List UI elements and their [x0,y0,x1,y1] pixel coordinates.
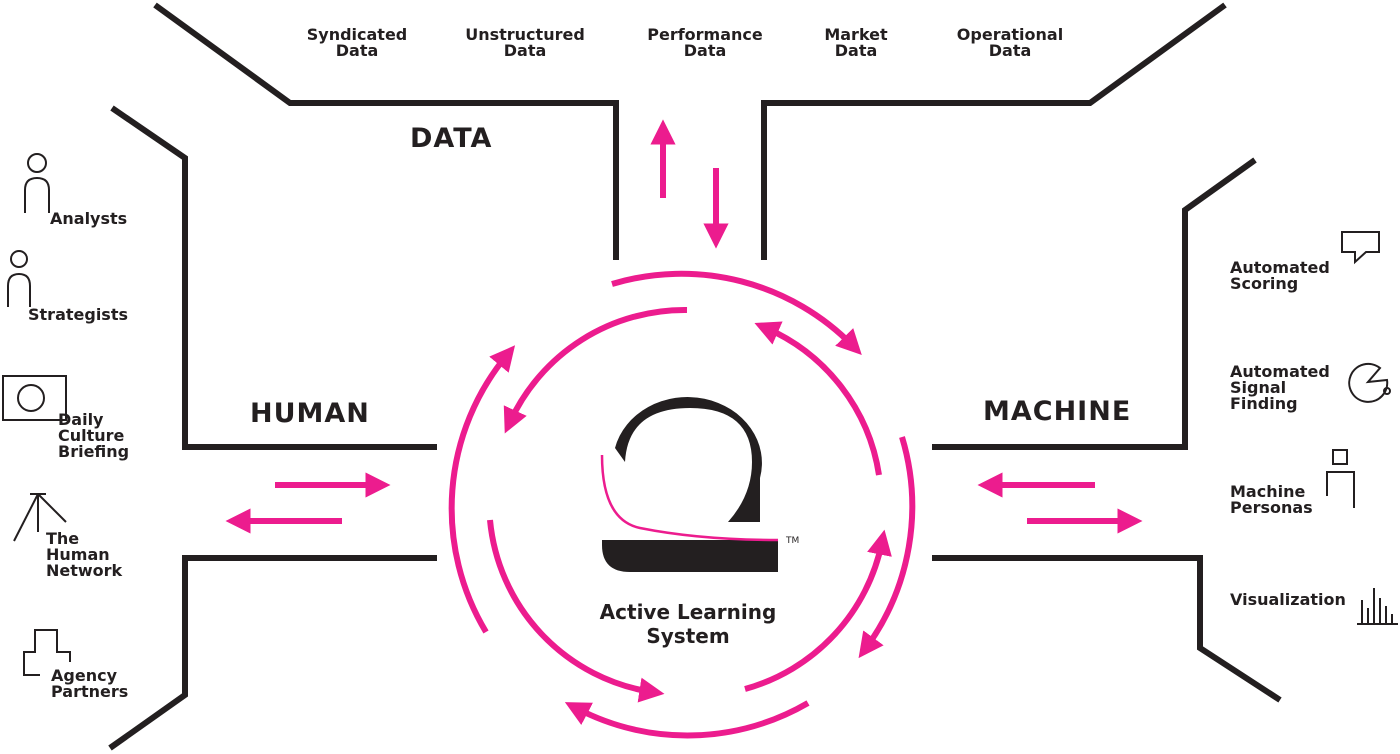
center-label-line2: System [646,624,730,648]
machine-icons [1326,231,1398,625]
briefing-line: Culture [58,426,125,445]
outer-arc-left [448,345,516,634]
center-label: Active Learning System [558,600,818,648]
channel-walls [108,2,1282,751]
personas-line: Personas [1230,498,1313,517]
agency-label: Agency Partners [51,668,128,700]
outer-arc-bottom [564,700,810,739]
section-title-human: HUMAN [250,398,370,429]
visualization-label: Visualization [1230,590,1346,609]
human-icons [2,153,71,676]
speech-bubble-icon [1341,231,1380,265]
agency-line: Partners [51,682,129,701]
data-source-label: Market [824,25,888,44]
machine-top-wall [932,157,1257,450]
trademark-mark: TM [786,536,800,546]
scoring-line: Automated [1230,258,1330,277]
data-source-label: Syndicated [306,25,408,44]
strategists-label: Strategists [28,305,128,324]
network-line: Human [46,545,110,564]
inner-arc-topleft [503,306,688,434]
data-right-wall [761,2,1227,260]
briefing-line: Briefing [58,442,130,461]
data-source-market: Market Data [776,27,936,59]
briefing-line: Daily [58,410,104,429]
section-title-machine: MACHINE [983,396,1132,427]
learning-loop [448,270,916,739]
data-left-wall [153,2,619,260]
data-source-label: Data [683,41,727,60]
scoring-label: Automated Scoring [1230,260,1330,292]
network-line: Network [46,561,123,580]
data-source-unstructured: Unstructured Data [445,27,605,59]
inner-arc-topright [754,321,882,476]
section-title-data: DATA [410,123,493,154]
center-label-line1: Active Learning [599,600,777,624]
building-icon [23,629,71,676]
data-source-label: Data [335,41,379,60]
data-source-label: Data [503,41,547,60]
machine-bottom-wall [932,555,1282,703]
data-source-label: Data [834,41,878,60]
pie-chart-icon [1348,362,1391,403]
flow-arrows [225,119,1143,534]
human-top-wall [110,105,437,450]
strategists-person-icon [7,250,31,307]
signal-line: Signal [1230,378,1287,397]
scoring-line: Scoring [1230,274,1299,293]
network-label: The Human Network [46,531,122,579]
agency-line: Agency [51,666,117,685]
data-source-label: Performance [647,25,763,44]
network-line: The [46,529,80,548]
bar-chart-icon [1357,588,1398,625]
signal-line: Finding [1230,394,1298,413]
data-source-label: Data [988,41,1032,60]
inner-arc-bottomleft [487,519,665,703]
data-source-operational: Operational Data [930,27,1090,59]
analysts-label: Analysts [50,209,128,228]
signal-line: Automated [1230,362,1330,381]
human-bottom-wall [108,555,437,751]
network-icon [13,493,67,542]
inner-arc-bottomright [744,529,892,692]
data-source-label: Operational [956,25,1064,44]
robot-person-icon [1326,449,1355,508]
analysts-person-icon [24,153,50,213]
data-source-performance: Performance Data [625,27,785,59]
data-source-label: Unstructured [465,25,585,44]
personas-line: Machine [1230,482,1306,501]
briefing-label: Daily Culture Briefing [58,412,129,460]
logo-icon [600,397,779,572]
personas-label: Machine Personas [1230,484,1313,516]
outer-arc-right [858,436,916,659]
screen-icon [2,375,67,421]
signal-label: Automated Signal Finding [1230,364,1330,412]
data-source-syndicated: Syndicated Data [277,27,437,59]
outer-arc-top [611,270,862,356]
